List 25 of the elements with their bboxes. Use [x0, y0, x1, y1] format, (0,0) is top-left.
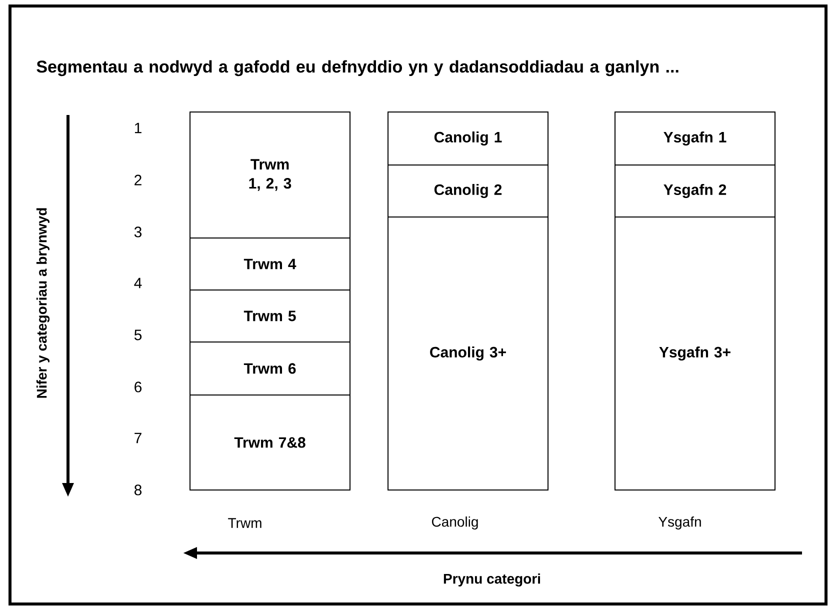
row-number: 8	[134, 484, 142, 496]
column-label: Trwm	[228, 518, 262, 528]
row-number: 7	[134, 432, 142, 444]
segment-box: Trwm 7&8	[190, 394, 350, 490]
title: Segmentau a nodwyd a gafodd eu defnyddio yn y dadansoddiadau a ganlyn ...	[36, 60, 678, 76]
row-number: 5	[134, 330, 142, 340]
segment-box: Trwm 1, 2, 3	[190, 112, 350, 238]
segment-box: Ysgafn 1	[614, 112, 776, 166]
column-label: Canolig	[432, 516, 478, 530]
row-number: 4	[134, 278, 142, 288]
row-number: 3	[134, 226, 142, 238]
segment-box: Trwm 5	[190, 290, 350, 342]
segment-box: Canolig 2	[388, 164, 548, 218]
segment-box: Canolig 3+	[388, 216, 548, 490]
row-number: 2	[134, 174, 142, 186]
row-number: 1	[134, 122, 142, 134]
segment-box: Ysgafn 2	[614, 164, 776, 218]
axis-label: Prynu categori	[444, 573, 540, 587]
segment-box: Trwm 6	[190, 342, 350, 396]
column-label: Ysgafn	[658, 516, 701, 530]
axis-label: Nifer y categoriau a brynwyd	[36, 208, 50, 398]
row-number: 6	[134, 382, 142, 392]
segment-box: Canolig 1	[388, 112, 548, 166]
segment-box: Trwm 4	[190, 238, 350, 290]
segment-box: Ysgafn 3+	[614, 216, 776, 490]
